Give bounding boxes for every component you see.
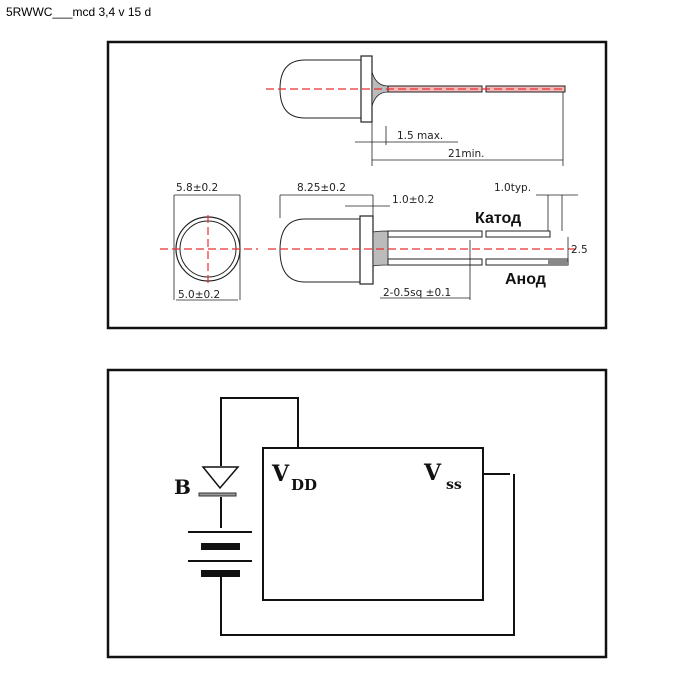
dim-lead-length: 21min. bbox=[448, 148, 485, 160]
vdd-subscript: DD bbox=[291, 476, 317, 494]
wire-top bbox=[220, 397, 299, 466]
led-dimension-panel bbox=[106, 40, 608, 330]
dim-pitch: 2.5 bbox=[571, 244, 588, 256]
led-side-view-bottom bbox=[268, 194, 580, 300]
vdd-label: V bbox=[271, 461, 290, 487]
diode-icon bbox=[201, 466, 240, 490]
diode-label: B bbox=[174, 475, 191, 499]
led-front-view bbox=[160, 194, 258, 301]
header-title: 5RWWC___mcd 3,4 v 15 d bbox=[6, 5, 152, 19]
circuit-panel bbox=[106, 368, 608, 659]
vss-label: V bbox=[423, 460, 442, 486]
anode-label: Анод bbox=[505, 271, 546, 288]
cathode-label: Катод bbox=[475, 210, 521, 227]
dim-flange-diameter: 5.8±0.2 bbox=[176, 182, 218, 194]
battery-icon bbox=[188, 531, 252, 577]
led-side-view-top bbox=[266, 55, 566, 166]
dim-body-diameter: 5.0±0.2 bbox=[178, 289, 220, 301]
dim-lead-clearance: 1.5 max. bbox=[397, 130, 443, 142]
vss-subscript: ss bbox=[446, 477, 462, 493]
dim-body-length: 8.25±0.2 bbox=[297, 182, 346, 194]
ic-box bbox=[262, 447, 484, 601]
dimension-labels: 1.5 max. 21min. 5.8±0.2 5.0±0.2 8.25±0.2… bbox=[176, 130, 588, 301]
wire-return bbox=[220, 474, 515, 636]
dim-flange-thickness: 1.0±0.2 bbox=[392, 194, 434, 206]
dim-lead-end: 1.0typ. bbox=[494, 182, 531, 194]
dim-lead-section: 2-0.5sq ±0.1 bbox=[383, 287, 451, 299]
